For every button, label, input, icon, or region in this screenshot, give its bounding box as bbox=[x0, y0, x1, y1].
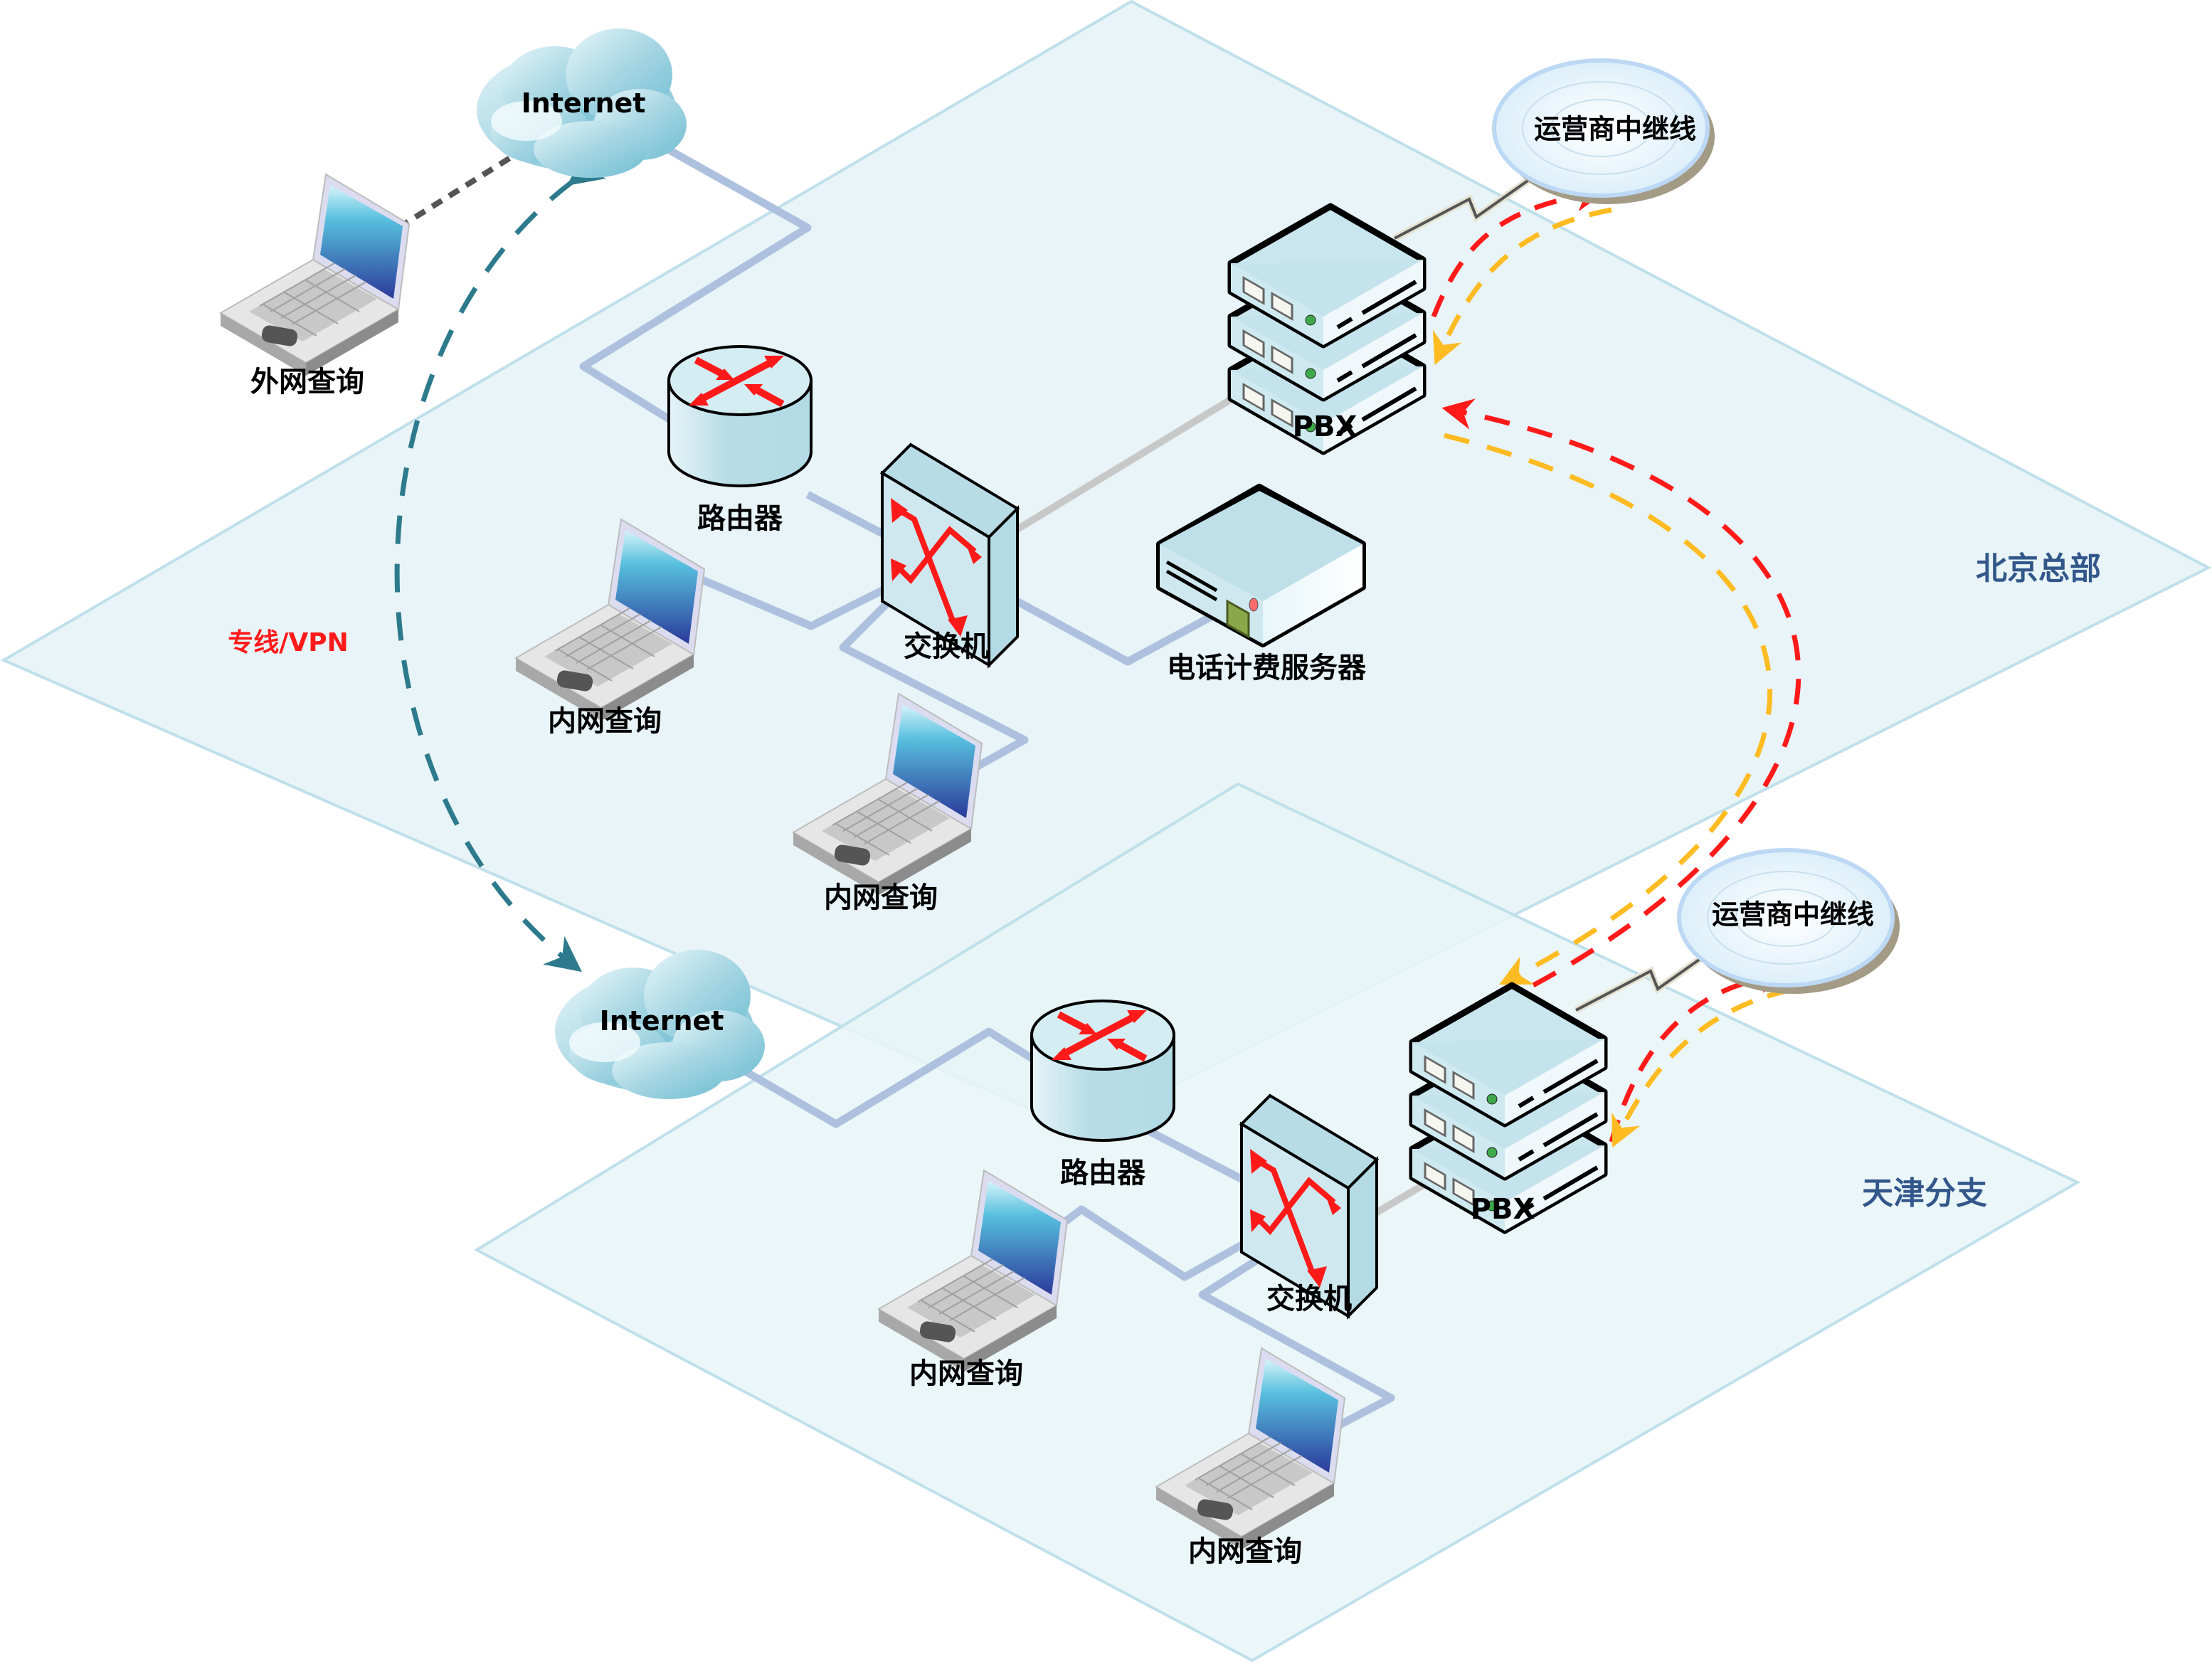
pbx-label-bj: PBX bbox=[1292, 410, 1358, 443]
internet-label-tj: Internet bbox=[599, 1005, 724, 1037]
vpn-label: 专线/VPN bbox=[228, 628, 349, 657]
laptop-label-bj-2: 内网查询 bbox=[824, 881, 938, 914]
link-switch-billing bbox=[1008, 594, 1222, 666]
call-arc-yellow-bj-carrier bbox=[1432, 207, 1612, 366]
call-arc-red-tj-carrier bbox=[1609, 961, 1792, 1143]
link-external-laptop-internet bbox=[396, 154, 514, 230]
lightning-icon-bj bbox=[1392, 171, 1539, 242]
router-label-bj: 路由器 bbox=[697, 502, 783, 535]
internet-label-bj: Internet bbox=[521, 88, 646, 119]
site-label-beijing: 北京总部 bbox=[1976, 551, 2101, 587]
switch-label-bj: 交换机 bbox=[904, 630, 989, 663]
carrier-cloud-icon-bj bbox=[1492, 58, 1715, 204]
pbx-label-tj: PBX bbox=[1470, 1193, 1535, 1226]
link-laptop2-switch-bj bbox=[839, 588, 1029, 775]
laptop-label-tj-1: 内网查询 bbox=[909, 1357, 1023, 1390]
router-icon-tj bbox=[1032, 1001, 1174, 1140]
call-arc-yellow-tj-carrier bbox=[1612, 987, 1790, 1148]
beijing-lan-links bbox=[579, 142, 1222, 775]
call-arc-red-pbx-pbx bbox=[1441, 398, 1801, 988]
carrier-label-bj: 运营商中继线 bbox=[1533, 113, 1697, 145]
laptop-icon-external bbox=[220, 174, 410, 376]
site-label-tianjin: 天津分支 bbox=[1862, 1175, 1987, 1212]
link-laptop2-switch-tj bbox=[1198, 1241, 1395, 1437]
link-internet-router-bj bbox=[579, 142, 812, 427]
vpn-arc bbox=[394, 149, 606, 973]
link-internet-router-tj bbox=[724, 1027, 1048, 1128]
switch-label-tj: 交换机 bbox=[1266, 1283, 1352, 1315]
router-icon-bj bbox=[669, 346, 811, 486]
internet-cloud-icon-bj bbox=[477, 28, 687, 178]
internet-cloud-icon-tj bbox=[555, 950, 765, 1099]
laptop-label-bj-1: 内网查询 bbox=[548, 705, 662, 738]
carrier-label-tj: 运营商中继线 bbox=[1711, 899, 1875, 931]
router-label-tj: 路由器 bbox=[1060, 1157, 1145, 1189]
link-router-switch-bj bbox=[805, 491, 891, 541]
link-laptop1-switch-bj bbox=[692, 572, 913, 630]
lightning-icon-tj bbox=[1574, 943, 1720, 1014]
laptop-label-tj-2: 内网查询 bbox=[1188, 1535, 1302, 1568]
billing-server-label: 电话计费服务器 bbox=[1167, 652, 1366, 684]
external-laptop-label: 外网查询 bbox=[250, 366, 364, 398]
carrier-cloud-icon-tj bbox=[1677, 848, 1900, 994]
link-router-switch-tj bbox=[1147, 1128, 1254, 1188]
